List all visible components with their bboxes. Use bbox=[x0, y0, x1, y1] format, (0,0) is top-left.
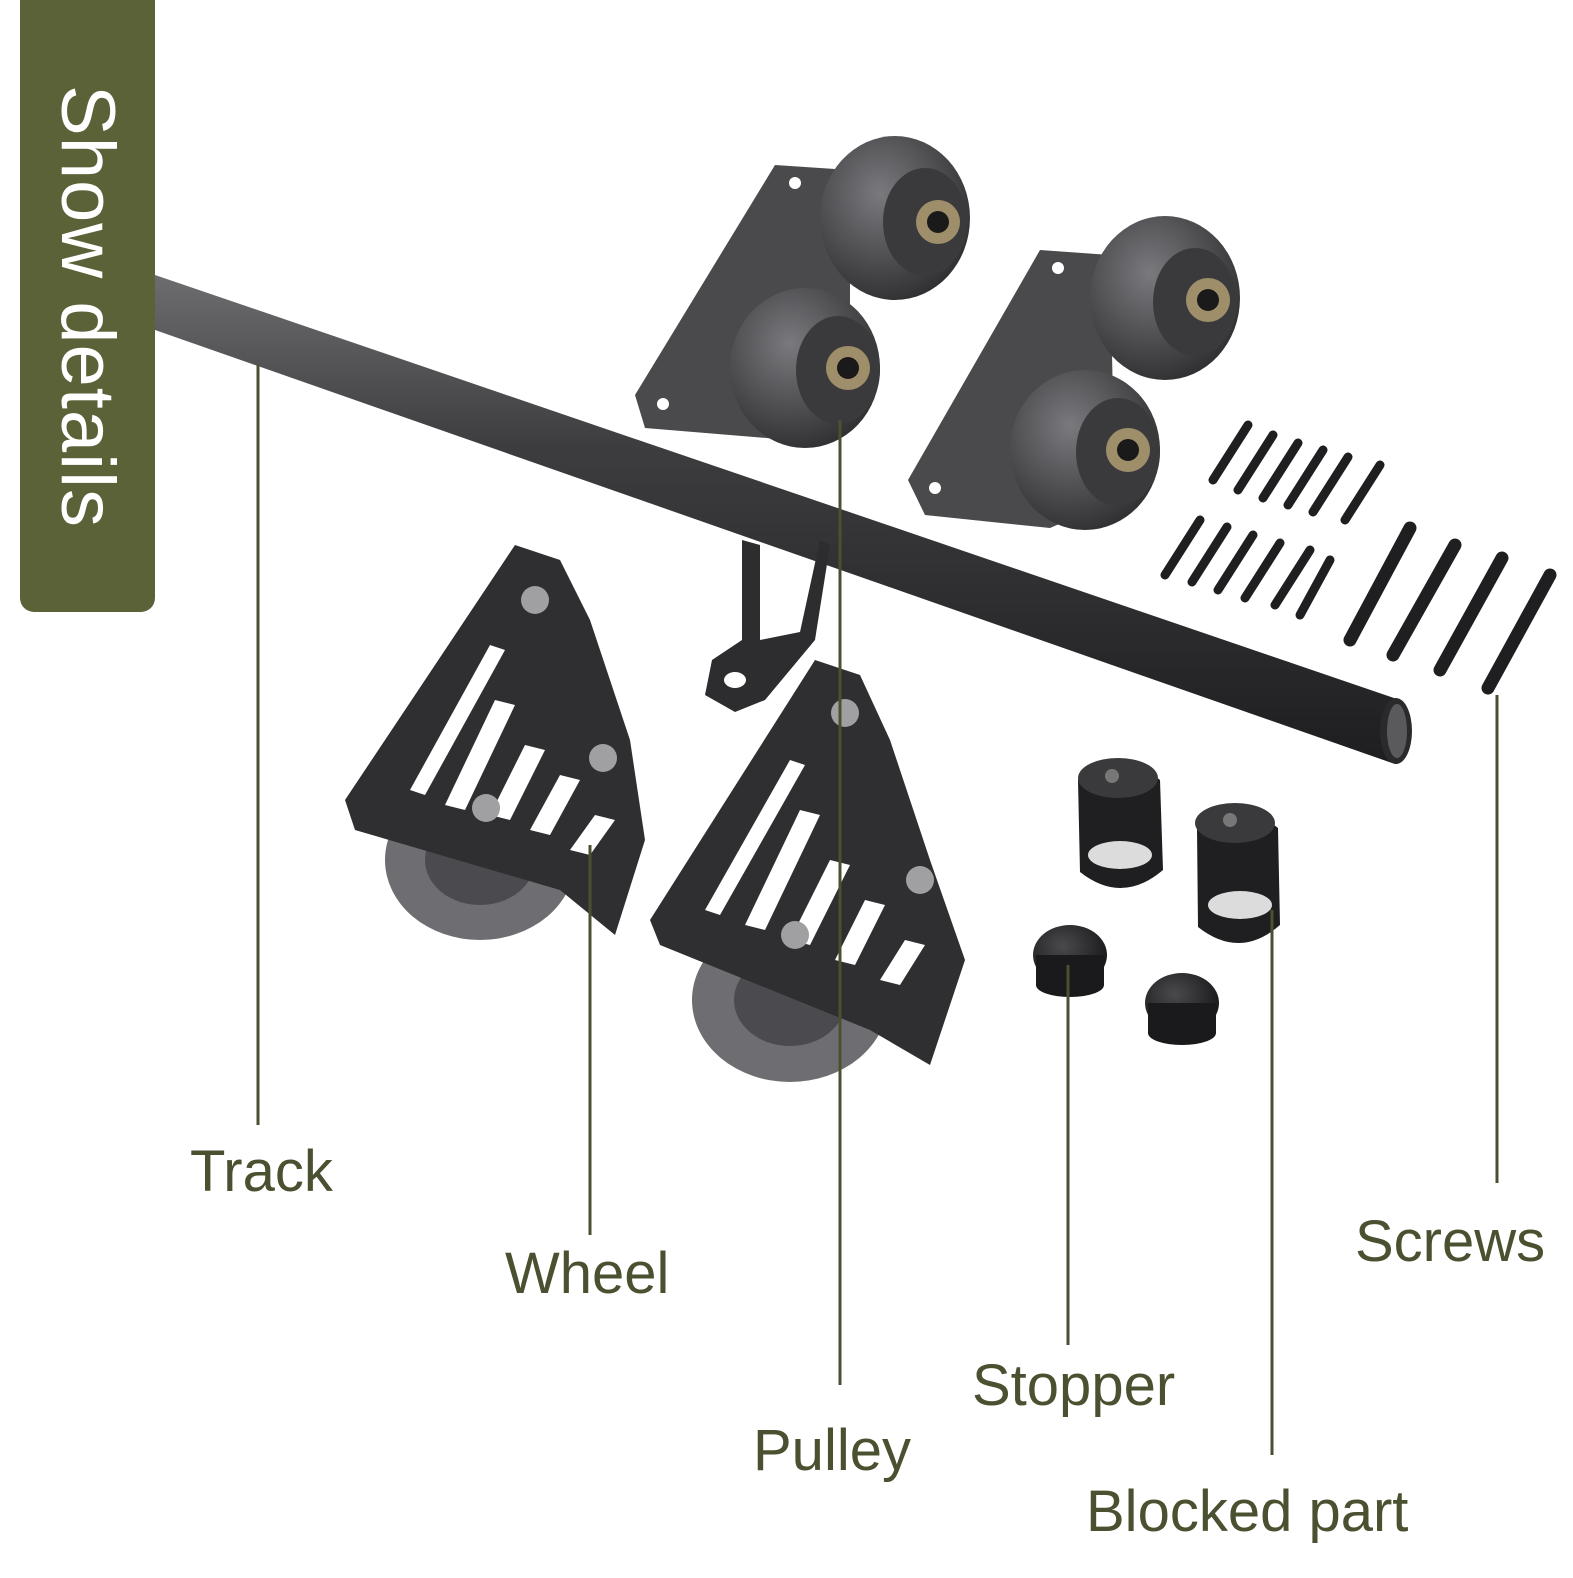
blocked-part-label: Blocked part bbox=[1086, 1479, 1409, 1544]
pulley-assembly-1 bbox=[635, 136, 970, 448]
wheel-label: Wheel bbox=[505, 1241, 670, 1306]
blocked-part-pieces bbox=[1078, 758, 1280, 944]
wheel-assembly-1 bbox=[345, 545, 645, 940]
callout-lines bbox=[256, 365, 1499, 1455]
side-banner-label: Show details bbox=[20, 0, 155, 612]
pulley-assembly-2 bbox=[908, 216, 1240, 530]
pulley-label: Pulley bbox=[753, 1418, 911, 1483]
banner-text: Show details bbox=[45, 84, 131, 528]
wheel-assembly-2 bbox=[650, 660, 965, 1082]
screws-label: Screws bbox=[1355, 1209, 1546, 1274]
stopper-label: Stopper bbox=[972, 1353, 1176, 1418]
side-banner bbox=[20, 0, 155, 612]
track-rod bbox=[155, 275, 1412, 764]
stopper-caps bbox=[1033, 925, 1219, 1045]
screw-set bbox=[1160, 420, 1557, 695]
track-label: Track bbox=[190, 1139, 333, 1204]
